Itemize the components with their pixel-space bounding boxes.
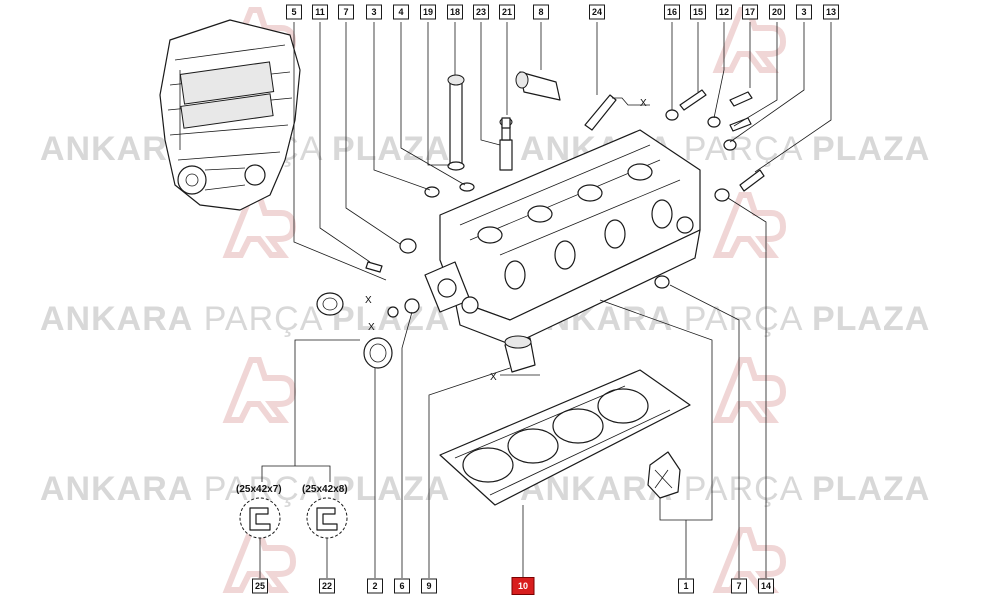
callout-label: 1 (683, 581, 688, 591)
callout-top-15: 20 (769, 4, 785, 20)
callout-label: 20 (772, 7, 782, 17)
watermark-logo-4 (222, 527, 297, 593)
callout-top-3: 3 (366, 4, 382, 20)
callout-top-8: 21 (499, 4, 515, 20)
callout-label: 6 (399, 581, 404, 591)
head-gasket (439, 369, 691, 506)
head-bolt (449, 79, 463, 166)
watermark-logo-3 (712, 357, 787, 423)
callout-bottom-5: 10 (511, 577, 535, 595)
watermark-logo-7 (712, 7, 787, 73)
callout-bottom-0: 25 (252, 578, 268, 594)
callout-top-6: 18 (447, 4, 463, 20)
callout-top-10: 24 (589, 4, 605, 20)
callout-bottom-2: 2 (367, 578, 383, 594)
watermark-row-2b: ANKARA PARÇA PLAZA (520, 300, 930, 338)
svg-text:X: X (365, 295, 372, 306)
watermark-row-3: ANKARA PARÇA PLAZA (40, 470, 450, 508)
callout-label: 8 (538, 7, 543, 17)
callout-label: 17 (745, 7, 755, 17)
callout-label: 24 (592, 7, 602, 17)
callout-top-12: 15 (690, 4, 706, 20)
callout-top-5: 19 (420, 4, 436, 20)
callout-label: 16 (667, 7, 677, 17)
callout-top-16: 3 (796, 4, 812, 20)
callout-label: 4 (398, 7, 403, 17)
callout-bottom-6: 1 (678, 578, 694, 594)
callout-label: 12 (719, 7, 729, 17)
callout-bottom-3: 6 (394, 578, 410, 594)
callout-label: 2 (372, 581, 377, 591)
seal-size-left: (25x42x7) (236, 484, 282, 495)
callout-label: 10 (518, 581, 528, 591)
watermark-logo-2 (222, 357, 297, 423)
callout-top-17: 13 (823, 4, 839, 20)
callout-label: 21 (502, 7, 512, 17)
callout-bottom-8: 14 (758, 578, 774, 594)
callout-top-11: 16 (664, 4, 680, 20)
callout-label: 15 (693, 7, 703, 17)
watermark-row-3b: ANKARA PARÇA PLAZA (520, 470, 930, 508)
watermark-logos (222, 7, 787, 593)
callout-label: 5 (291, 7, 296, 17)
callout-top-4: 4 (393, 4, 409, 20)
callout-top-13: 12 (716, 4, 732, 20)
cam-bearings (477, 163, 673, 290)
axis-marks: X X X X (365, 97, 650, 383)
watermark-row-2: ANKARA PARÇA PLAZA (40, 300, 450, 338)
callout-label: 22 (322, 581, 332, 591)
callout-label: 23 (476, 7, 486, 17)
svg-text:X: X (368, 322, 375, 333)
oil-seal-b (363, 337, 393, 369)
callout-top-14: 17 (742, 4, 758, 20)
seal-bracket-lead (261, 339, 360, 482)
callout-label: 14 (761, 581, 771, 591)
svg-text:X: X (640, 98, 647, 109)
callout-label: 9 (426, 581, 431, 591)
seal-detail-right (306, 497, 348, 539)
small-parts (316, 71, 765, 373)
callout-bottom-7: 7 (731, 578, 747, 594)
cylinder-head (424, 129, 701, 346)
callout-bottom-1: 22 (319, 578, 335, 594)
engine-overview-illustration (159, 19, 301, 211)
callout-top-1: 11 (312, 4, 328, 20)
callout-label: 3 (801, 7, 806, 17)
callout-top-2: 7 (338, 4, 354, 20)
callout-bottom-4: 9 (421, 578, 437, 594)
seal-size-right: (25x42x8) (302, 484, 348, 495)
callout-top-0: 5 (286, 4, 302, 20)
watermark-logo-0 (222, 192, 297, 258)
callout-label: 7 (343, 7, 348, 17)
callout-label: 7 (736, 581, 741, 591)
watermark-row-1b: ANKARA PARÇA PLAZA (520, 130, 930, 168)
callout-label: 18 (450, 7, 460, 17)
callout-label: 13 (826, 7, 836, 17)
callout-top-9: 8 (533, 4, 549, 20)
seal-detail-left (239, 497, 281, 539)
sealant-pack (647, 451, 681, 499)
watermark-logo-1 (712, 192, 787, 258)
callout-label: 25 (255, 581, 265, 591)
oil-seal-a (316, 292, 344, 316)
callout-label: 11 (315, 7, 325, 17)
callout-label: 3 (371, 7, 376, 17)
leader-lines (259, 22, 832, 578)
callout-top-7: 23 (473, 4, 489, 20)
svg-text:X: X (490, 372, 497, 383)
callout-label: 19 (423, 7, 433, 17)
